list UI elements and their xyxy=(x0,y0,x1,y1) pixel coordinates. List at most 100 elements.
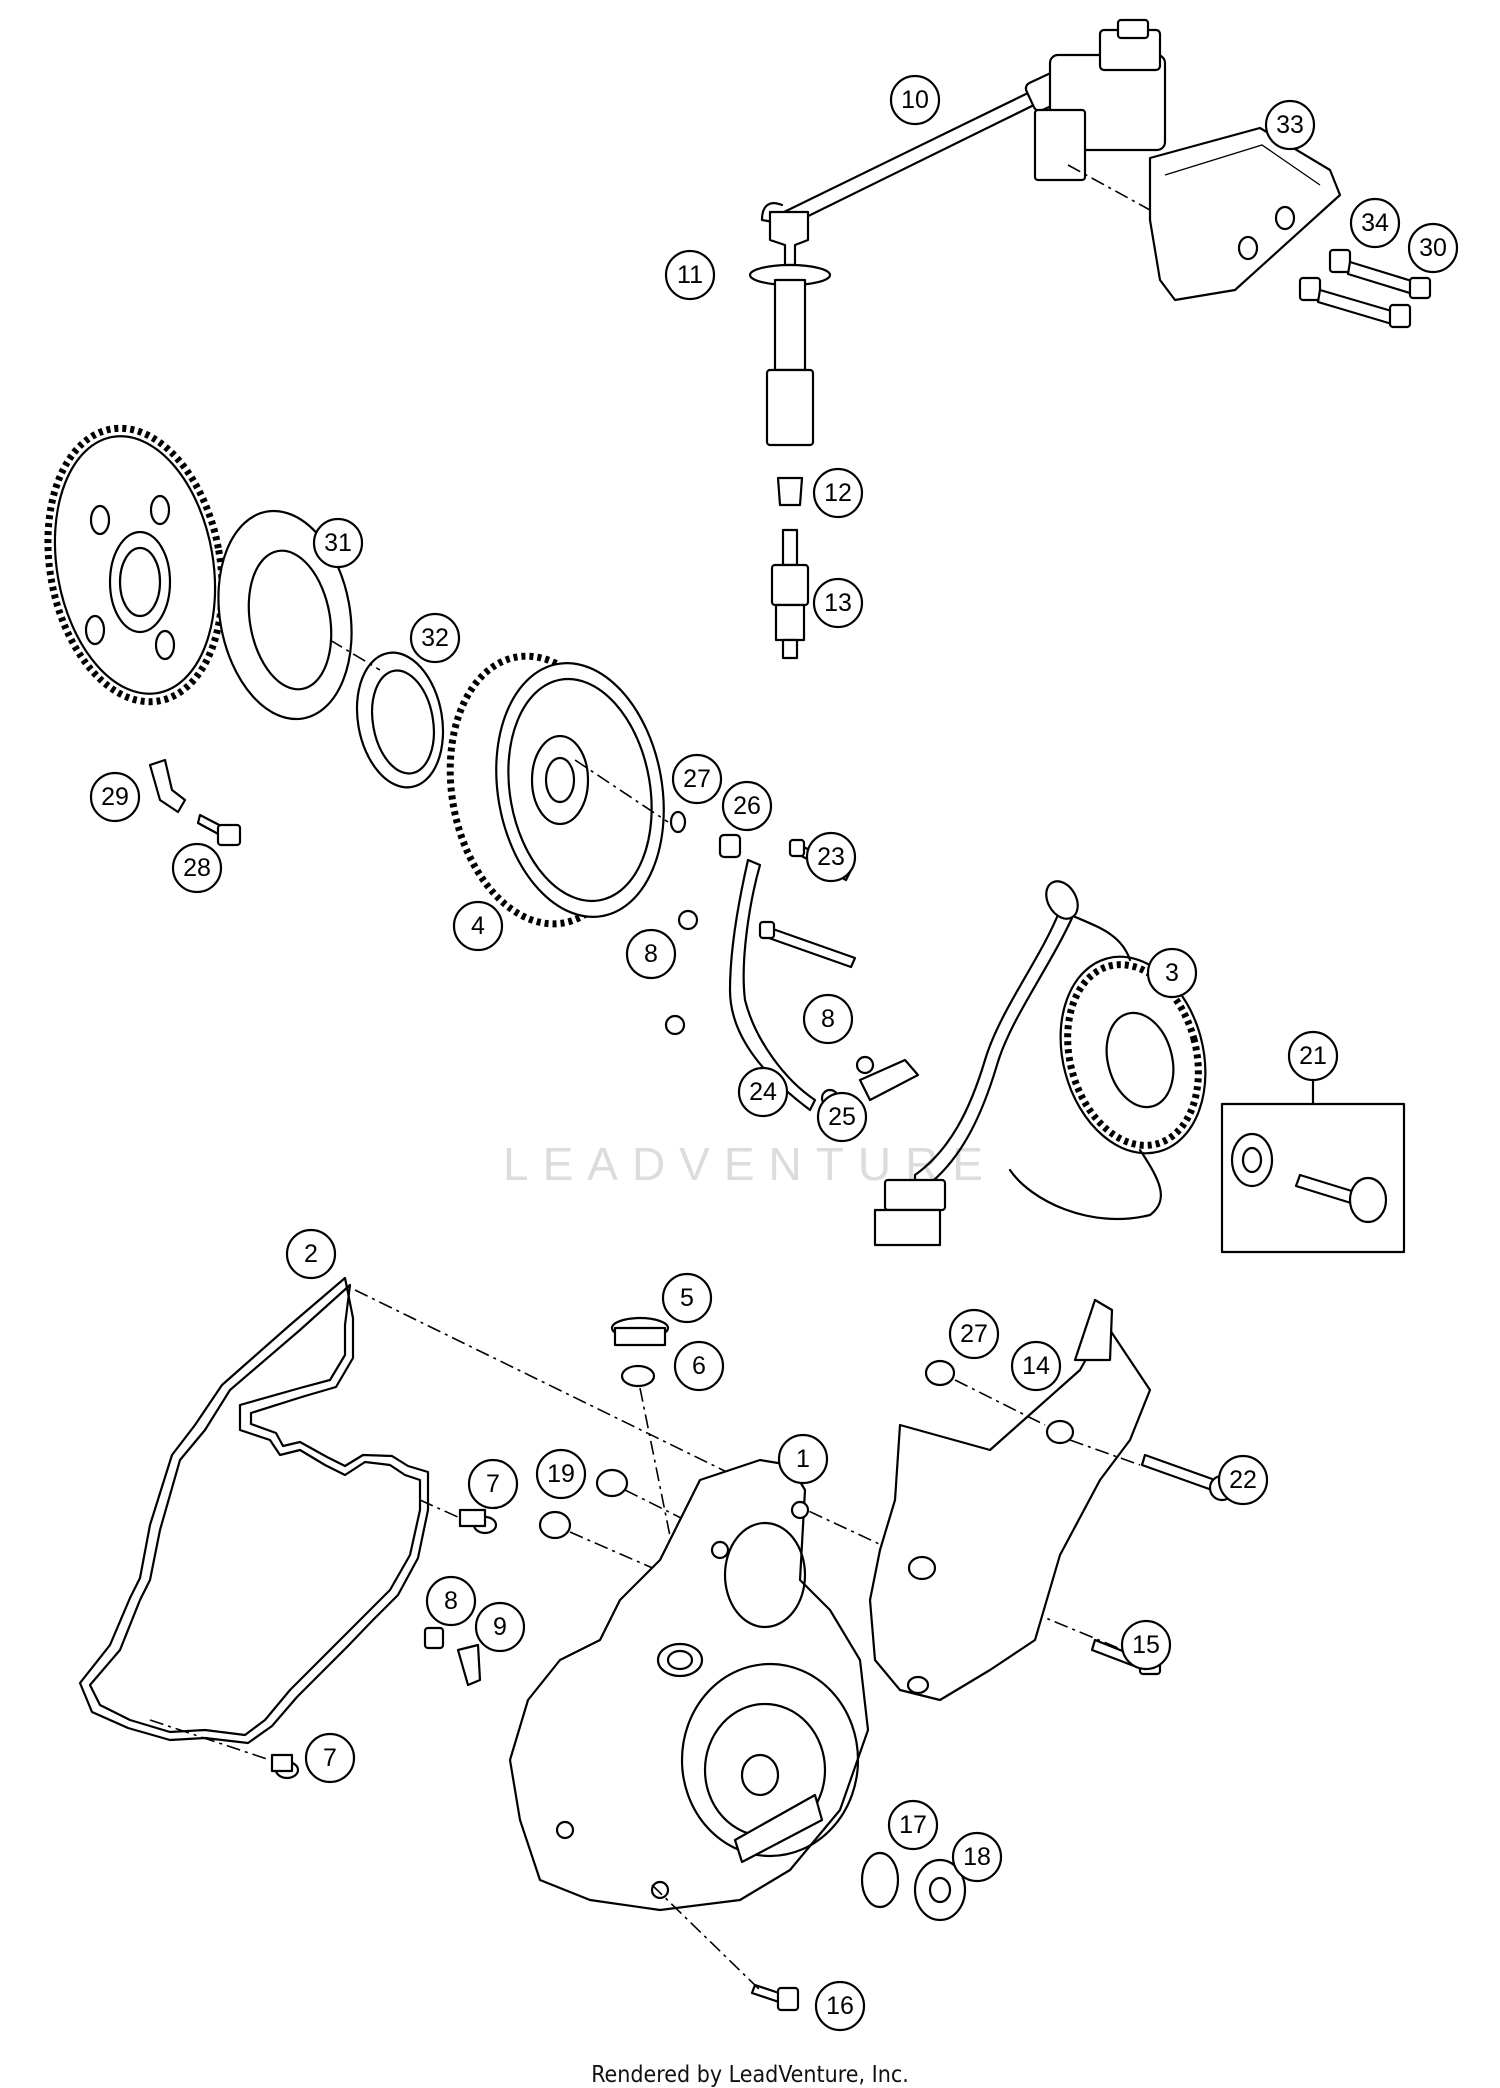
clip-screw xyxy=(196,813,242,847)
callout-17: 17 xyxy=(887,1799,939,1851)
callout-32: 32 xyxy=(409,612,461,664)
svg-text:31: 31 xyxy=(324,529,352,557)
svg-text:12: 12 xyxy=(824,479,852,507)
rotor xyxy=(446,652,665,928)
callout-11: 11 xyxy=(664,249,716,301)
svg-text:11: 11 xyxy=(677,261,703,289)
callout-7-upper: 7 xyxy=(467,1458,519,1510)
plug-18 xyxy=(913,1858,967,1922)
svg-text:32: 32 xyxy=(421,624,449,652)
stator-cable xyxy=(873,880,1162,1247)
callout-22: 22 xyxy=(1217,1454,1269,1506)
spacer-27 xyxy=(924,1359,956,1387)
freewheel-plate xyxy=(217,509,353,721)
svg-text:9: 9 xyxy=(493,1613,507,1641)
svg-text:8: 8 xyxy=(444,1587,458,1615)
cover-gasket xyxy=(78,1276,430,1745)
svg-text:5: 5 xyxy=(680,1284,694,1312)
o-ring-6 xyxy=(620,1364,656,1388)
svg-text:3: 3 xyxy=(1165,959,1179,987)
svg-text:22: 22 xyxy=(1229,1466,1257,1494)
callout-9: 9 xyxy=(474,1601,526,1653)
footer-credit: Rendered by LeadVenture, Inc. xyxy=(591,2062,909,2088)
spark-plug-connector xyxy=(748,210,832,447)
cable-guide-24 xyxy=(664,858,817,1112)
svg-text:8: 8 xyxy=(821,1005,835,1033)
filler-plug xyxy=(610,1316,670,1347)
svg-text:34: 34 xyxy=(1361,209,1389,237)
callout-8-middle: 8 xyxy=(802,993,854,1045)
svg-text:17: 17 xyxy=(899,1811,927,1839)
callout-33: 33 xyxy=(1264,99,1316,151)
svg-text:15: 15 xyxy=(1132,1631,1160,1659)
svg-text:13: 13 xyxy=(824,589,852,617)
starter-gear xyxy=(44,424,226,706)
callout-1: 1 xyxy=(777,1433,829,1485)
svg-text:16: 16 xyxy=(826,1992,854,2020)
svg-text:30: 30 xyxy=(1419,234,1447,262)
callout-2: 2 xyxy=(285,1228,337,1280)
callout-19: 19 xyxy=(535,1448,587,1500)
callout-15: 15 xyxy=(1120,1619,1172,1671)
callout-6: 6 xyxy=(673,1340,725,1392)
spark-plug-nut xyxy=(776,476,804,507)
dowel-pin-lower xyxy=(270,1753,300,1780)
callout-14: 14 xyxy=(1010,1340,1062,1392)
svg-text:8: 8 xyxy=(644,940,658,968)
svg-text:18: 18 xyxy=(963,1843,991,1871)
callout-3: 3 xyxy=(1146,947,1198,999)
callout-24: 24 xyxy=(737,1066,789,1118)
clamp-9 xyxy=(456,1643,482,1687)
callout-31: 31 xyxy=(312,517,364,569)
svg-text:10: 10 xyxy=(901,86,929,114)
callout-5: 5 xyxy=(661,1272,713,1324)
svg-text:21: 21 xyxy=(1299,1042,1327,1070)
callout-34: 34 xyxy=(1349,197,1401,249)
retaining-clip xyxy=(148,758,187,814)
svg-text:14: 14 xyxy=(1022,1352,1050,1380)
callout-25: 25 xyxy=(816,1091,868,1143)
seal-19 xyxy=(538,1468,629,1540)
generator-cover xyxy=(508,1458,870,1912)
stator xyxy=(1059,955,1207,1155)
svg-text:19: 19 xyxy=(547,1460,575,1488)
freewheel-ring xyxy=(355,651,445,789)
dowel-pin-upper xyxy=(458,1508,498,1535)
svg-text:7: 7 xyxy=(486,1470,500,1498)
ignition-coil-cable xyxy=(760,18,1167,227)
callout-7-lower: 7 xyxy=(304,1732,356,1784)
svg-text:27: 27 xyxy=(960,1320,988,1348)
spark-plug xyxy=(770,528,810,660)
rotor-washer-nut xyxy=(669,810,742,859)
callout-8-upper: 8 xyxy=(625,928,677,980)
bracket-screws xyxy=(1298,248,1432,329)
svg-text:23: 23 xyxy=(817,843,845,871)
svg-text:1: 1 xyxy=(796,1445,810,1473)
svg-text:24: 24 xyxy=(749,1078,777,1106)
callout-26: 26 xyxy=(721,780,773,832)
svg-text:26: 26 xyxy=(733,792,761,820)
pickup-25 xyxy=(820,1055,920,1108)
callout-30: 30 xyxy=(1407,222,1459,274)
callout-23: 23 xyxy=(805,831,857,883)
screw-16 xyxy=(750,1983,800,2012)
svg-text:7: 7 xyxy=(323,1744,337,1772)
callout-10: 10 xyxy=(889,74,941,126)
callout-8-lower: 8 xyxy=(425,1575,477,1627)
svg-text:6: 6 xyxy=(692,1352,706,1380)
callout-13: 13 xyxy=(812,577,864,629)
svg-text:2: 2 xyxy=(304,1240,318,1268)
callout-4: 4 xyxy=(452,900,504,952)
svg-text:29: 29 xyxy=(101,783,129,811)
callout-28: 28 xyxy=(171,842,223,894)
svg-text:27: 27 xyxy=(683,765,711,793)
svg-text:25: 25 xyxy=(828,1103,856,1131)
callout-12: 12 xyxy=(812,467,864,519)
stator-kit-box xyxy=(1220,1078,1406,1254)
callout-16: 16 xyxy=(814,1980,866,2032)
svg-text:28: 28 xyxy=(183,854,211,882)
svg-text:4: 4 xyxy=(471,912,485,940)
callout-27-upper: 27 xyxy=(671,753,723,805)
callout-18: 18 xyxy=(951,1831,1003,1883)
